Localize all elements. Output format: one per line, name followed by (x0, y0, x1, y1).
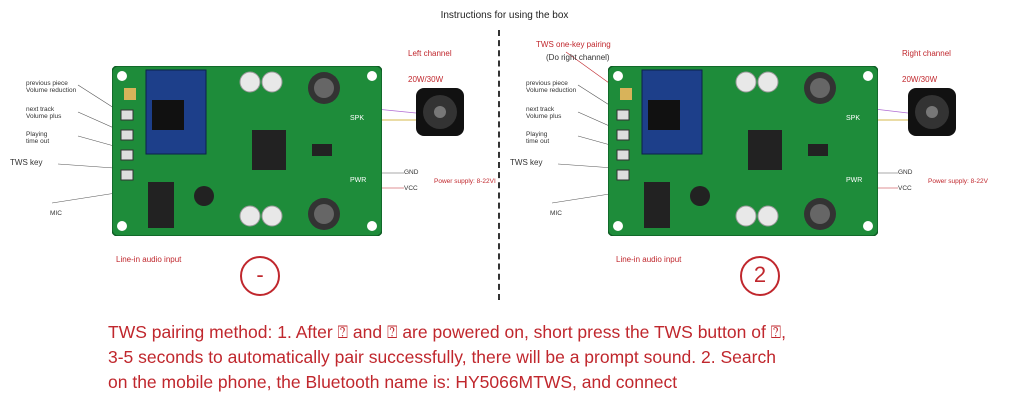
instruction-line: TWS pairing method: 1. After ⍰ and ⍰ are… (108, 322, 787, 342)
line-in-jack (148, 182, 174, 228)
gnd-label: GND (898, 169, 913, 176)
power-supply-label: Power supply: 8-22V (928, 178, 988, 185)
right-panel: TWS one-key pairing (Do right channel) p… (506, 28, 988, 298)
button-label-tws: TWS key (10, 158, 43, 167)
pwr-silk: PWR (846, 177, 862, 184)
mic-label: MIC (50, 210, 62, 217)
tws-pairing-label: TWS one-key pairing (536, 40, 611, 49)
vcc-label: VCC (898, 185, 912, 192)
pwr-silk: PWR (350, 177, 366, 184)
mic-label: MIC (550, 210, 562, 217)
badge-1: - (240, 256, 280, 296)
channel-label: Left channel (408, 49, 452, 58)
right-speaker (908, 88, 956, 141)
line-in-label: Line-in audio input (116, 255, 182, 264)
channel-label: Right channel (902, 49, 951, 58)
line-in-label: Line-in audio input (616, 255, 682, 264)
panel-divider (498, 30, 500, 300)
instruction-line: 3-5 seconds to automatically pair succes… (108, 347, 776, 367)
left-speaker (416, 88, 464, 141)
instruction-line: on the mobile phone, the Bluetooth name … (108, 372, 678, 392)
tws-pairing-note: (Do right channel) (546, 53, 610, 62)
spk-silk: SPK (846, 115, 860, 122)
mount-hole (117, 71, 127, 81)
power-supply-label: Power supply: 8-22VI (434, 178, 496, 185)
power-rating: 20W/30W (408, 75, 444, 84)
gnd-label: GND (404, 169, 419, 176)
power-rating: 20W/30W (902, 75, 938, 84)
page-title: Instructions for using the box (440, 10, 569, 21)
spk-silk: SPK (350, 115, 364, 122)
button-label-tws: TWS key (510, 158, 543, 167)
amp-chip (252, 130, 286, 170)
left-pcb-board: SPK PWR (112, 66, 382, 236)
right-pcb-board: SPK PWR (608, 66, 878, 236)
vcc-label: VCC (404, 185, 418, 192)
badge-2: 2 (740, 256, 780, 296)
instructions-text: TWS pairing method: 1. After ⍰ and ⍰ are… (108, 320, 928, 395)
